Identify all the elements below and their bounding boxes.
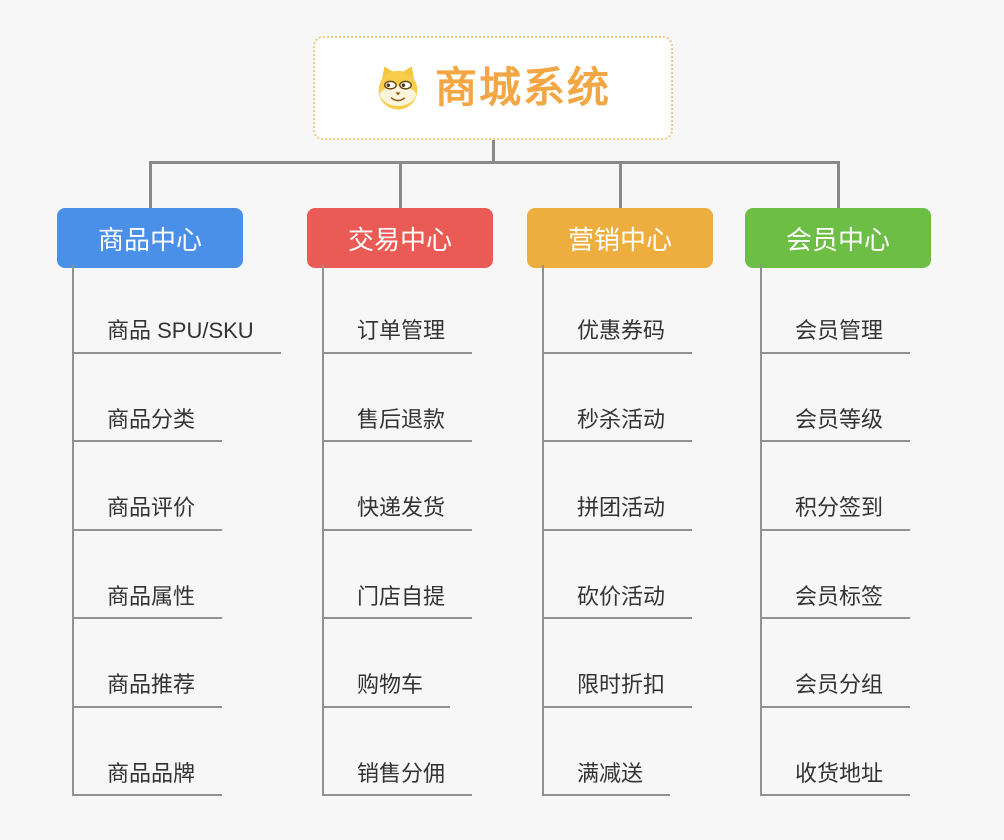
leaf-row: 积分签到	[762, 442, 911, 531]
leaf-node[interactable]: 砍价活动	[544, 584, 693, 619]
leaf-row: 商品属性	[74, 531, 281, 619]
leaf-node[interactable]: 拼团活动	[544, 495, 693, 531]
branch-node-3[interactable]: 会员中心	[745, 208, 931, 268]
connector-drop-1	[398, 161, 402, 209]
leaf-row: 会员标签	[762, 531, 911, 619]
leaf-node[interactable]: 订单管理	[324, 318, 473, 354]
leaf-column-3: 会员管理会员等级积分签到会员标签会员分组收货地址	[760, 265, 911, 796]
leaf-node[interactable]: 会员标签	[762, 584, 911, 619]
connector-root-stem	[492, 138, 495, 163]
root-node[interactable]: 商城系统	[313, 36, 673, 140]
connector-drop-2	[618, 161, 622, 209]
leaf-row: 售后退款	[324, 354, 473, 442]
leaf-row: 快递发货	[324, 442, 473, 531]
leaf-row: 会员分组	[762, 619, 911, 708]
leaf-row: 优惠券码	[544, 265, 693, 354]
leaf-node[interactable]: 会员管理	[762, 318, 911, 354]
leaf-node[interactable]: 商品品牌	[74, 761, 223, 796]
leaf-row: 商品 SPU/SKU	[74, 265, 281, 354]
leaf-row: 砍价活动	[544, 531, 693, 619]
leaf-node[interactable]: 会员等级	[762, 407, 911, 442]
leaf-row: 限时折扣	[544, 619, 693, 708]
leaf-row: 拼团活动	[544, 442, 693, 531]
leaf-node[interactable]: 限时折扣	[544, 672, 693, 708]
dog-face-icon	[378, 66, 418, 110]
leaf-node[interactable]: 购物车	[324, 672, 451, 708]
leaf-column-0: 商品 SPU/SKU 商品分类商品评价商品属性商品推荐商品品牌	[72, 265, 281, 796]
leaf-node[interactable]: 积分签到	[762, 495, 911, 531]
leaf-row: 商品评价	[74, 442, 281, 531]
branch-label: 交易中心	[347, 224, 452, 255]
connector-bus	[149, 161, 839, 164]
branch-label: 会员中心	[785, 224, 890, 255]
leaf-node[interactable]: 优惠券码	[544, 318, 693, 354]
leaf-node[interactable]: 商品 SPU/SKU	[74, 318, 281, 354]
leaf-node[interactable]: 收货地址	[762, 761, 911, 796]
branch-label: 商品中心	[97, 224, 202, 255]
leaf-node[interactable]: 商品推荐	[74, 672, 223, 708]
leaf-node[interactable]: 销售分佣	[324, 761, 473, 796]
leaf-row: 订单管理	[324, 265, 473, 354]
leaf-row: 商品分类	[74, 354, 281, 442]
branch-node-0[interactable]: 商品中心	[57, 208, 243, 268]
leaf-row: 门店自提	[324, 531, 473, 619]
leaf-row: 商品推荐	[74, 619, 281, 708]
root-title: 商城系统	[434, 64, 611, 111]
leaf-node[interactable]: 秒杀活动	[544, 407, 693, 442]
leaf-row: 商品品牌	[74, 708, 281, 796]
connector-drop-0	[148, 161, 152, 209]
leaf-node[interactable]: 商品属性	[74, 584, 223, 619]
leaf-row: 会员管理	[762, 265, 911, 354]
connector-drop-3	[836, 161, 840, 209]
leaf-row: 销售分佣	[324, 708, 473, 796]
branch-node-1[interactable]: 交易中心	[307, 208, 493, 268]
leaf-node[interactable]: 门店自提	[324, 584, 473, 619]
leaf-row: 会员等级	[762, 354, 911, 442]
leaf-node[interactable]: 满减送	[544, 761, 671, 796]
branch-node-2[interactable]: 营销中心	[527, 208, 713, 268]
leaf-node[interactable]: 会员分组	[762, 672, 911, 708]
leaf-node[interactable]: 商品评价	[74, 495, 223, 531]
leaf-column-2: 优惠券码秒杀活动拼团活动砍价活动限时折扣满减送	[542, 265, 693, 796]
branch-label: 营销中心	[567, 224, 672, 255]
leaf-node[interactable]: 快递发货	[324, 495, 473, 531]
leaf-column-1: 订单管理售后退款快递发货门店自提购物车销售分佣	[322, 265, 473, 796]
leaf-row: 秒杀活动	[544, 354, 693, 442]
leaf-row: 购物车	[324, 619, 472, 708]
leaf-node[interactable]: 商品分类	[74, 407, 223, 442]
leaf-node[interactable]: 售后退款	[324, 407, 473, 442]
leaf-row: 满减送	[544, 708, 692, 796]
leaf-row: 收货地址	[762, 708, 911, 796]
